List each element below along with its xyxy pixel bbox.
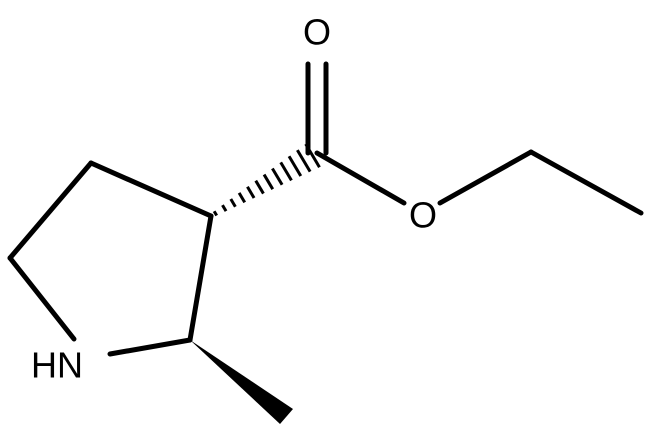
hash-stroke [229,198,237,208]
hash-stroke [212,210,218,217]
carbonyl-oxygen-label: O [303,12,331,53]
bond-c5-c4 [7,160,94,261]
solid-wedge-bond-c2-methyl [190,340,293,424]
hash-stroke [246,186,256,199]
hash-stroke [287,155,303,177]
bond-ester-oxygen-ch2 [437,149,534,206]
ester-oxygen-label: O [409,195,437,236]
hash-stroke [279,161,293,182]
bond-ch2-ch3 [528,149,644,216]
bond-c3-c2 [187,213,214,343]
hashed-wedge-bond-c3-carboxyl [212,143,321,217]
bond-carboxyl-ester-oxygen [314,150,407,206]
hash-stroke [237,192,247,204]
hash-stroke [221,204,228,212]
bond-c4-c3 [88,160,214,219]
bond-n1-c5 [7,255,77,342]
ring-nitrogen-label: HN [31,345,83,386]
hash-stroke [254,179,265,195]
hash-stroke [271,167,284,186]
bond-c2-n1 [107,337,193,357]
hash-stroke [296,149,312,173]
hash-stroke [262,173,275,190]
